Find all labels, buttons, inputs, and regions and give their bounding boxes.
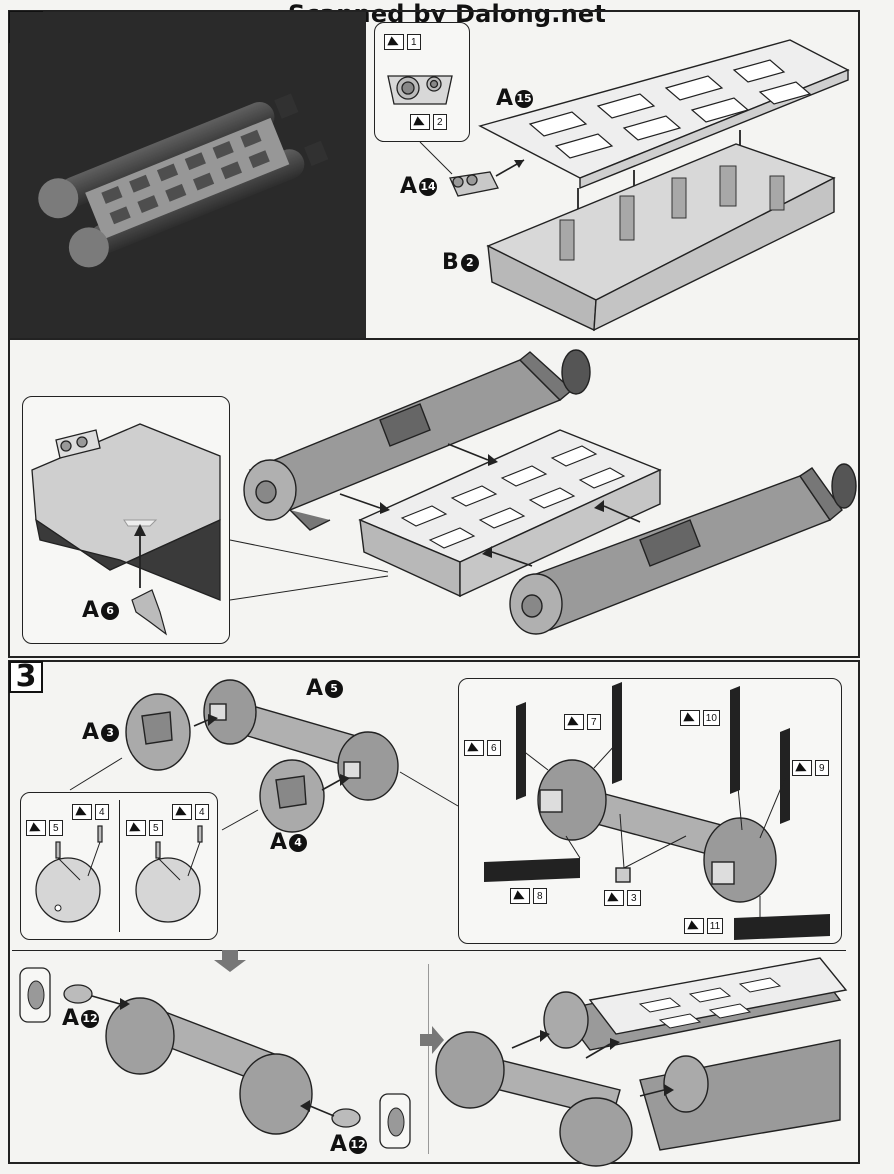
sticker-2: 2 — [410, 114, 447, 132]
sticker-number: 1 — [406, 34, 421, 50]
part-number-circle: 14 — [419, 178, 438, 196]
step2-reference-photo — [10, 12, 366, 338]
sticker-tag-icon — [792, 760, 812, 776]
part-number-circle: 12 — [81, 1010, 100, 1028]
sticker-4-right: 4 — [172, 804, 209, 822]
sticker-number: 9 — [814, 760, 829, 776]
sticker-5-left: 5 — [26, 820, 63, 838]
part-number-circle: 2 — [460, 254, 479, 272]
part-letter: A — [330, 1132, 348, 1157]
part-number-circle: 12 — [349, 1136, 368, 1154]
sticker-9: 9 — [792, 760, 829, 778]
sticker-tag-icon — [564, 714, 584, 730]
part-letter: A — [306, 676, 324, 701]
sticker-tag-icon — [604, 890, 624, 906]
part-letter: A — [270, 830, 288, 855]
part-number-circle: 6 — [101, 602, 120, 620]
sticker-tag-icon — [384, 34, 404, 50]
part-letter: A — [496, 86, 514, 111]
part-letter: A — [400, 174, 418, 199]
sticker-number: 5 — [148, 820, 163, 836]
step2-divider — [10, 338, 858, 340]
sticker-number: 11 — [706, 918, 724, 934]
sticker-11: 11 — [684, 918, 724, 936]
dial-callout-divider — [119, 800, 120, 932]
step3-row-divider — [12, 950, 846, 951]
sticker-number: 4 — [194, 804, 209, 820]
part-number-circle: 5 — [325, 680, 344, 698]
sticker-number: 10 — [702, 710, 720, 726]
sticker-tag-icon — [680, 710, 700, 726]
part-number-circle: 15 — [515, 90, 534, 108]
sticker-number: 6 — [486, 740, 501, 756]
photo-model-illustration — [38, 93, 329, 268]
part-letter: A — [62, 1006, 80, 1031]
sticker-1: 1 — [384, 34, 421, 52]
sticker-number: 3 — [626, 890, 641, 906]
sticker-7: 7 — [564, 714, 601, 732]
sticker-3: 3 — [604, 890, 641, 908]
sticker-10: 10 — [680, 710, 720, 728]
sticker-5-right: 5 — [126, 820, 163, 838]
part-number-circle: 3 — [101, 724, 120, 742]
sticker-tag-icon — [26, 820, 46, 836]
part-letter: A — [82, 598, 100, 623]
sticker-tag-icon — [464, 740, 484, 756]
sticker-tag-icon — [684, 918, 704, 934]
step3-frame — [8, 660, 860, 1164]
sticker-tag-icon — [410, 114, 430, 130]
sticker-number: 5 — [48, 820, 63, 836]
part-number-circle: 4 — [289, 834, 308, 852]
sticker-8: 8 — [510, 888, 547, 906]
sticker-6: 6 — [464, 740, 501, 758]
part-letter: A — [82, 720, 100, 745]
step2-frame — [8, 10, 860, 658]
sticker-4-left: 4 — [72, 804, 109, 822]
sticker-number: 8 — [532, 888, 547, 904]
step3-column-divider — [428, 964, 429, 1154]
sticker-number: 4 — [94, 804, 109, 820]
part-letter: B — [442, 250, 459, 275]
step3-number: 3 — [9, 661, 43, 693]
sticker-tag-icon — [72, 804, 92, 820]
sticker-tag-icon — [172, 804, 192, 820]
sticker-number: 2 — [432, 114, 447, 130]
sticker-number: 7 — [586, 714, 601, 730]
sticker-tag-icon — [126, 820, 146, 836]
sticker-tag-icon — [510, 888, 530, 904]
